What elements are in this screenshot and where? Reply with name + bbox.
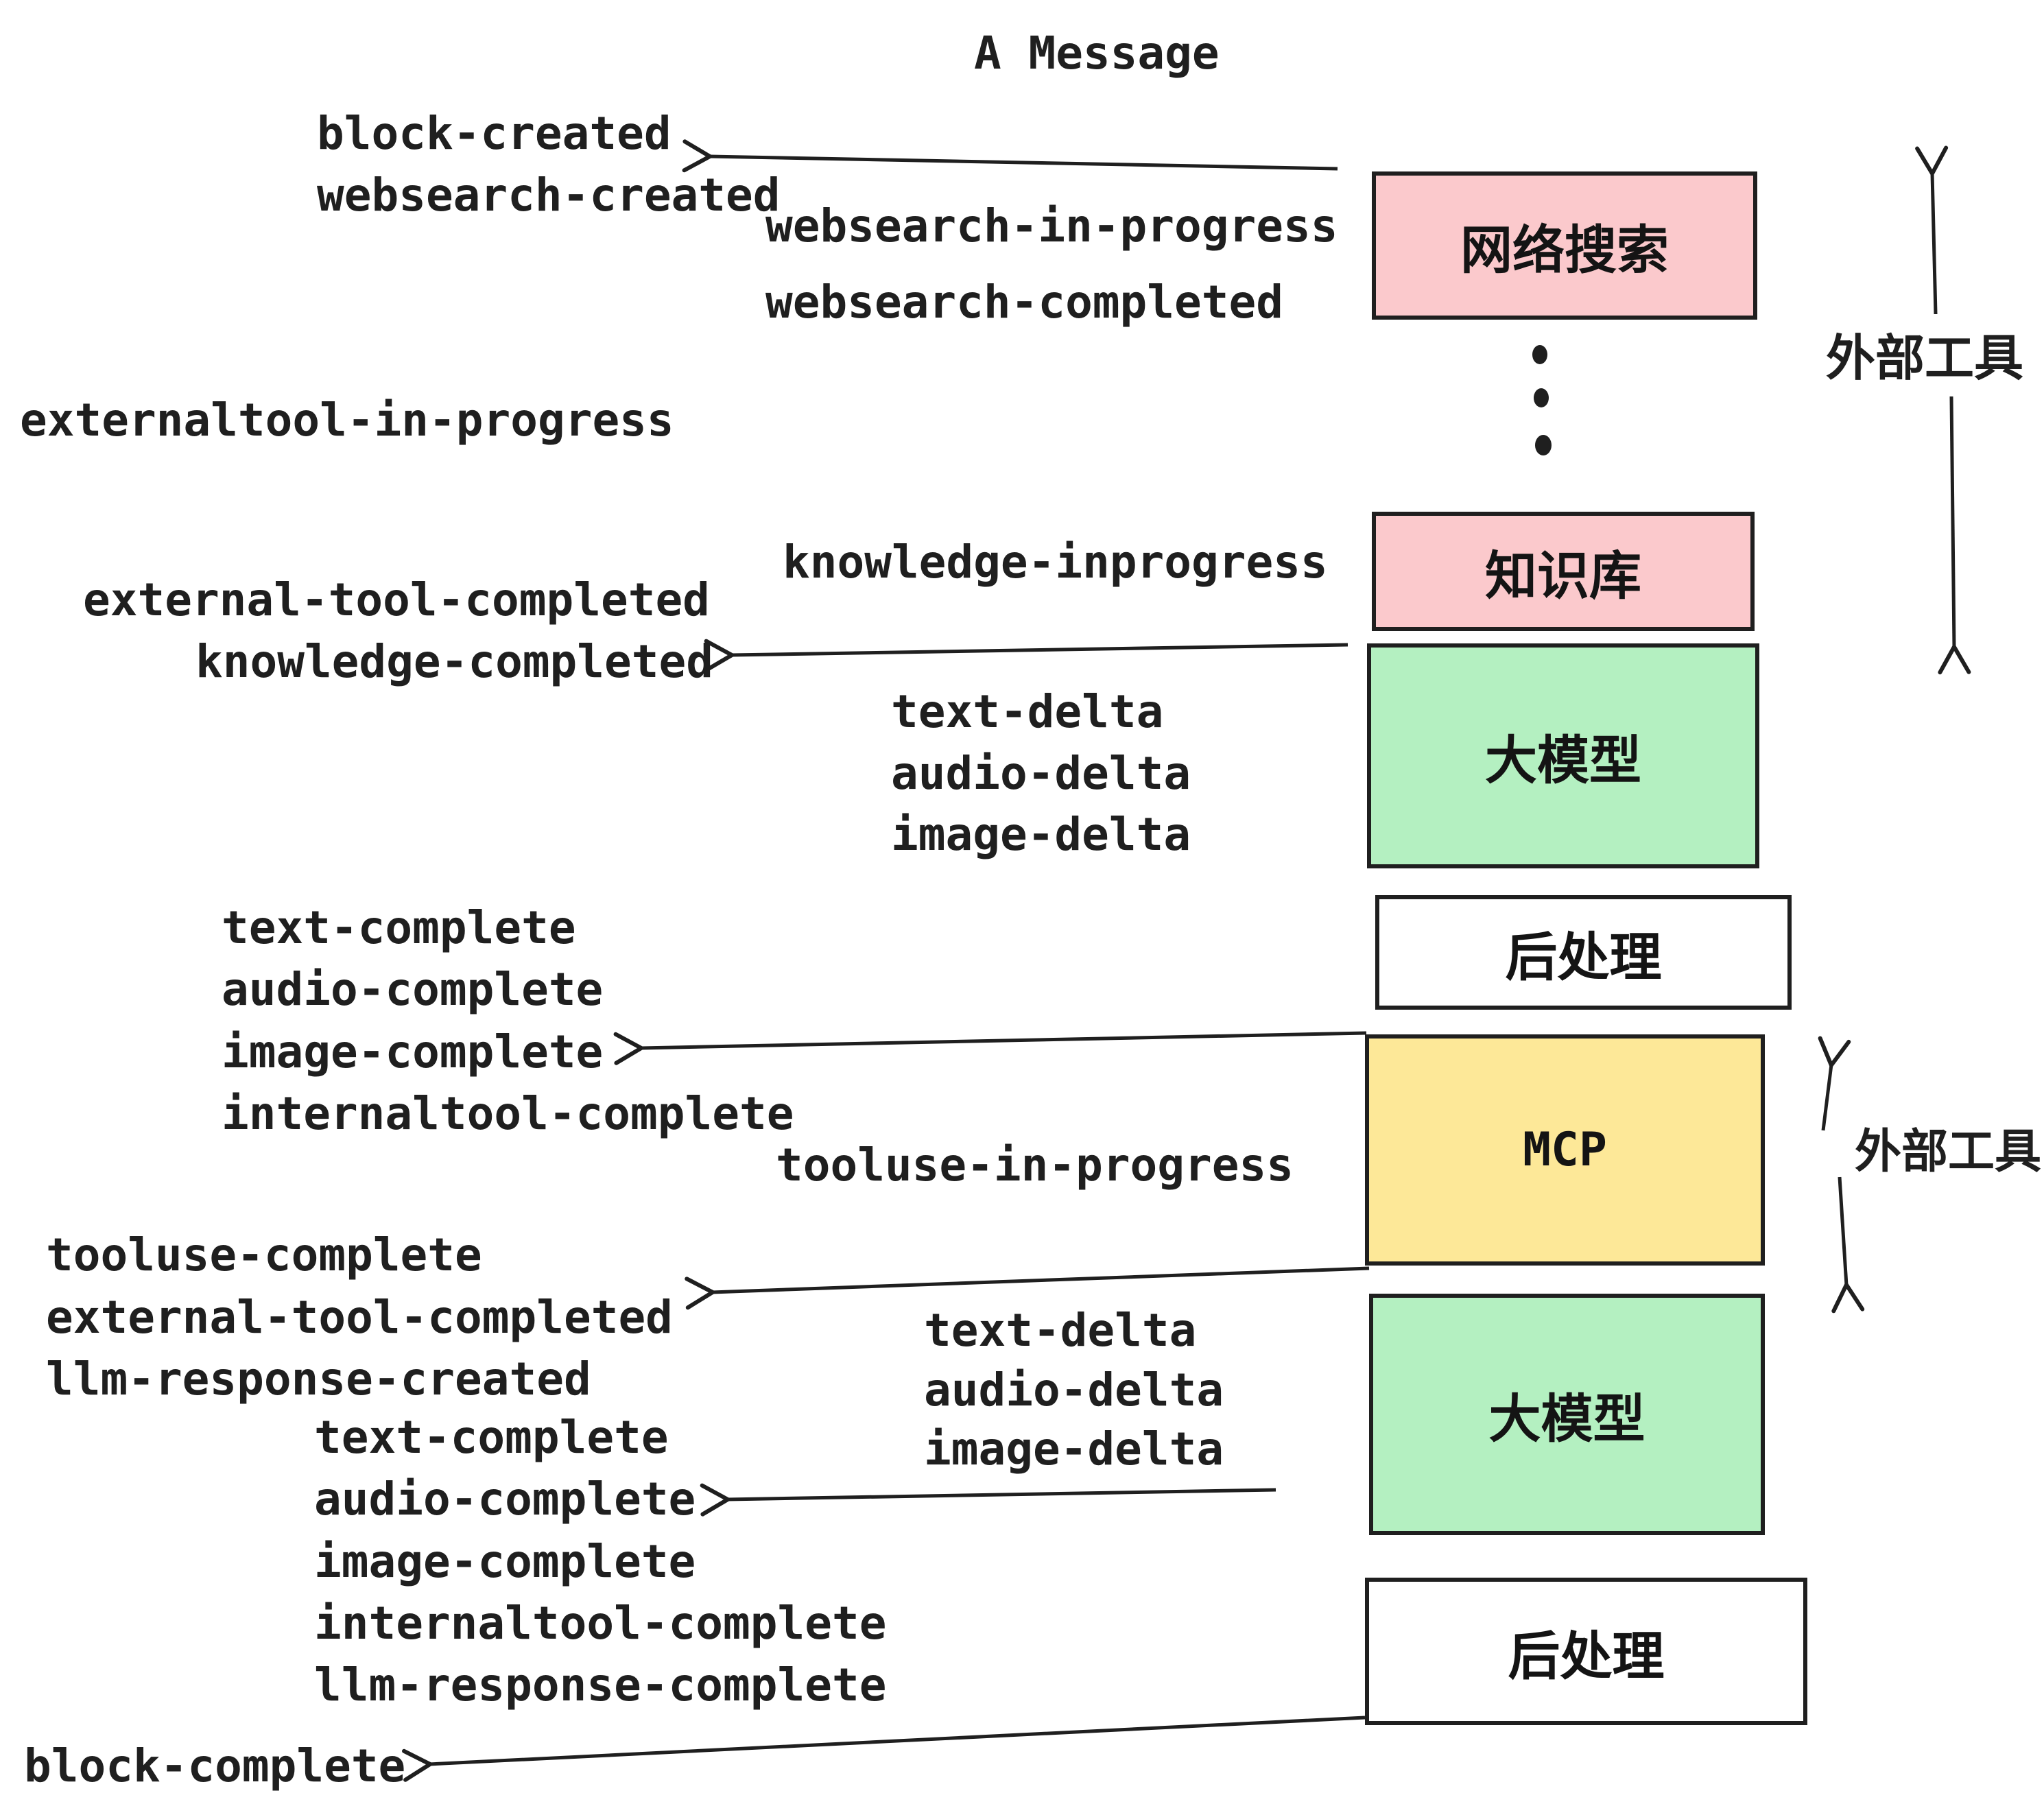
arrow-tooluse-complete (685, 1266, 1370, 1310)
event-llm-response-complete: llm-response-complete (314, 1659, 887, 1711)
arrow-block-created (682, 139, 1338, 173)
box-llm-2: 大模型 (1369, 1294, 1765, 1535)
box-mcp-label: MCP (1523, 1123, 1607, 1177)
box-post-2: 后处理 (1365, 1578, 1807, 1725)
box-websearch: 网络搜索 (1372, 171, 1757, 320)
arrow-internal-complete (613, 1031, 1367, 1065)
event-audio-complete: audio-complete (222, 963, 604, 1016)
arrow-external-range-bottom-down (1831, 1176, 1865, 1314)
event-internaltool-complete-2: internaltool-complete (314, 1597, 887, 1650)
arrow-llm2-complete (700, 1483, 1276, 1517)
arrow-external-range-bottom-up (1818, 1036, 1851, 1131)
arrow-external-range-top-up (1915, 145, 1949, 315)
side-label-external-tools-top: 外部工具 (1826, 329, 2024, 387)
event-block-created: block-created (317, 107, 672, 160)
event-text-complete-2: text-complete (314, 1411, 669, 1464)
event-image-delta-2: image-delta (924, 1423, 1224, 1475)
box-llm-1-label: 大模型 (1485, 730, 1641, 791)
event-text-delta-2: text-delta (924, 1304, 1197, 1357)
box-websearch-label: 网络搜索 (1460, 219, 1669, 281)
event-image-complete: image-complete (222, 1025, 604, 1078)
event-external-tool-completed-2: external-tool-completed (46, 1291, 673, 1344)
event-internaltool-complete: internaltool-complete (222, 1087, 794, 1140)
event-websearch-in-progress: websearch-in-progress (765, 200, 1338, 252)
arrow-external-range-top-down (1938, 396, 1971, 675)
box-mcp: MCP (1365, 1034, 1765, 1266)
event-external-tool-completed: external-tool-completed (83, 573, 710, 626)
side-label-external-tools-bottom: 外部工具 (1855, 1125, 2042, 1179)
box-post-1-label: 后处理 (1505, 926, 1662, 988)
arrow-knowledge-completed (704, 639, 1348, 672)
event-knowledge-inprogress: knowledge-inprogress (783, 536, 1328, 589)
event-tooluse-complete: tooluse-complete (46, 1229, 482, 1281)
event-websearch-created: websearch-created (317, 169, 781, 222)
event-audio-complete-2: audio-complete (314, 1473, 696, 1526)
diagram-title: A Message (974, 27, 1220, 80)
box-knowledge: 知识库 (1372, 512, 1755, 631)
event-image-delta: image-delta (891, 808, 1191, 861)
event-audio-delta-2: audio-delta (924, 1364, 1224, 1416)
event-text-delta: text-delta (891, 685, 1164, 738)
event-externaltool-in-progress: externaltool-in-progress (20, 394, 674, 447)
event-websearch-completed: websearch-completed (765, 276, 1283, 329)
box-post-1: 后处理 (1375, 895, 1792, 1010)
event-tooluse-in-progress: tooluse-in-progress (776, 1139, 1294, 1191)
event-audio-delta: audio-delta (891, 747, 1191, 800)
box-llm-1: 大模型 (1367, 643, 1759, 868)
ellipsis-dots (1532, 345, 1552, 455)
box-knowledge-label: 知识库 (1485, 545, 1641, 606)
event-block-complete: block-complete (24, 1740, 406, 1792)
event-text-complete: text-complete (222, 901, 576, 954)
event-knowledge-completed: knowledge-completed (195, 635, 713, 688)
event-image-complete-2: image-complete (314, 1535, 696, 1588)
box-post-2-label: 后处理 (1508, 1625, 1665, 1687)
box-llm-2-label: 大模型 (1488, 1388, 1645, 1449)
arrow-block-complete (401, 1716, 1366, 1782)
event-llm-response-created: llm-response-created (46, 1353, 591, 1405)
